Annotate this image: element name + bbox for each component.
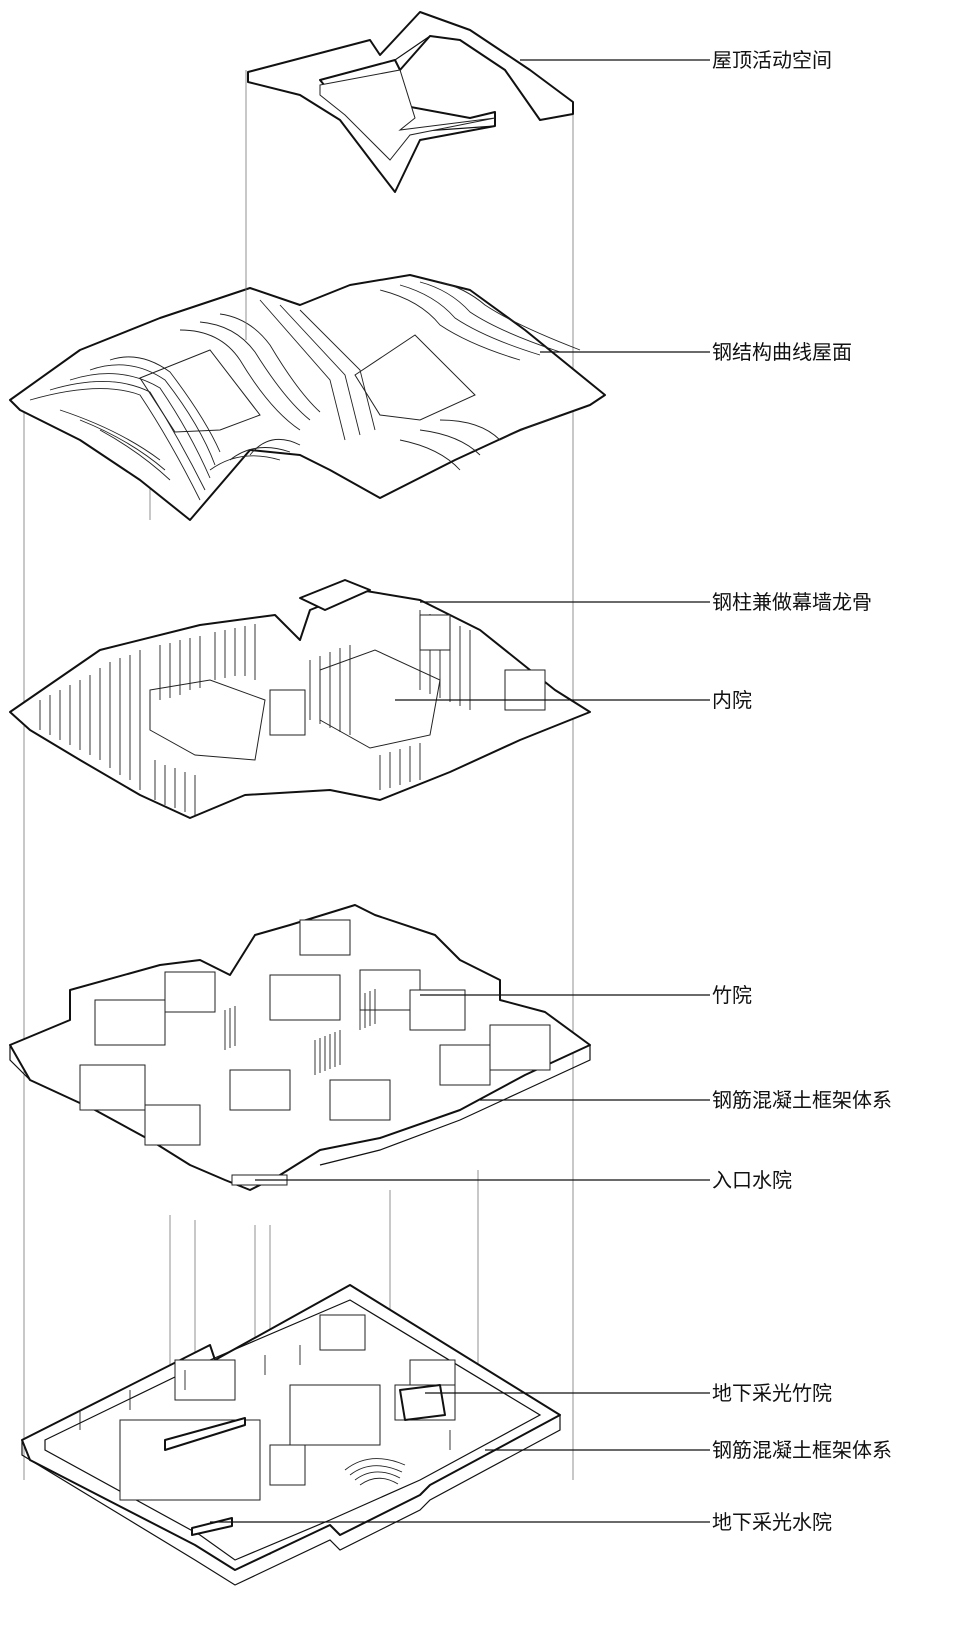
label-basement-bamboo-court: 地下采光竹院: [712, 1381, 832, 1405]
label-steel-column-curtain-wall: 钢柱兼做幕墙龙骨: [712, 590, 872, 614]
layer-roof-activity-space: [247, 11, 574, 193]
layer-steel-columns: [9, 579, 591, 819]
label-basement-water-court: 地下采光水院: [712, 1510, 832, 1534]
layer-basement: [21, 1284, 561, 1586]
label-rc-frame-basement: 钢筋混凝土框架体系: [712, 1438, 892, 1462]
label-bamboo-court: 竹院: [712, 983, 752, 1007]
label-steel-curved-roof: 钢结构曲线屋面: [712, 340, 852, 364]
label-entrance-water-court: 入口水院: [712, 1168, 792, 1192]
label-rc-frame-upper: 钢筋混凝土框架体系: [712, 1088, 892, 1112]
label-inner-court: 内院: [712, 688, 752, 712]
labels: 屋顶活动空间 钢结构曲线屋面 钢柱兼做幕墙龙骨 内院 竹院 钢筋混凝土框架体系 …: [712, 48, 892, 1534]
layer-steel-curved-roof: [9, 274, 606, 521]
leader-lines: [210, 59, 710, 1523]
layer-rc-frame-upper: [9, 904, 591, 1191]
label-roof-activity-space: 屋顶活动空间: [712, 48, 832, 72]
